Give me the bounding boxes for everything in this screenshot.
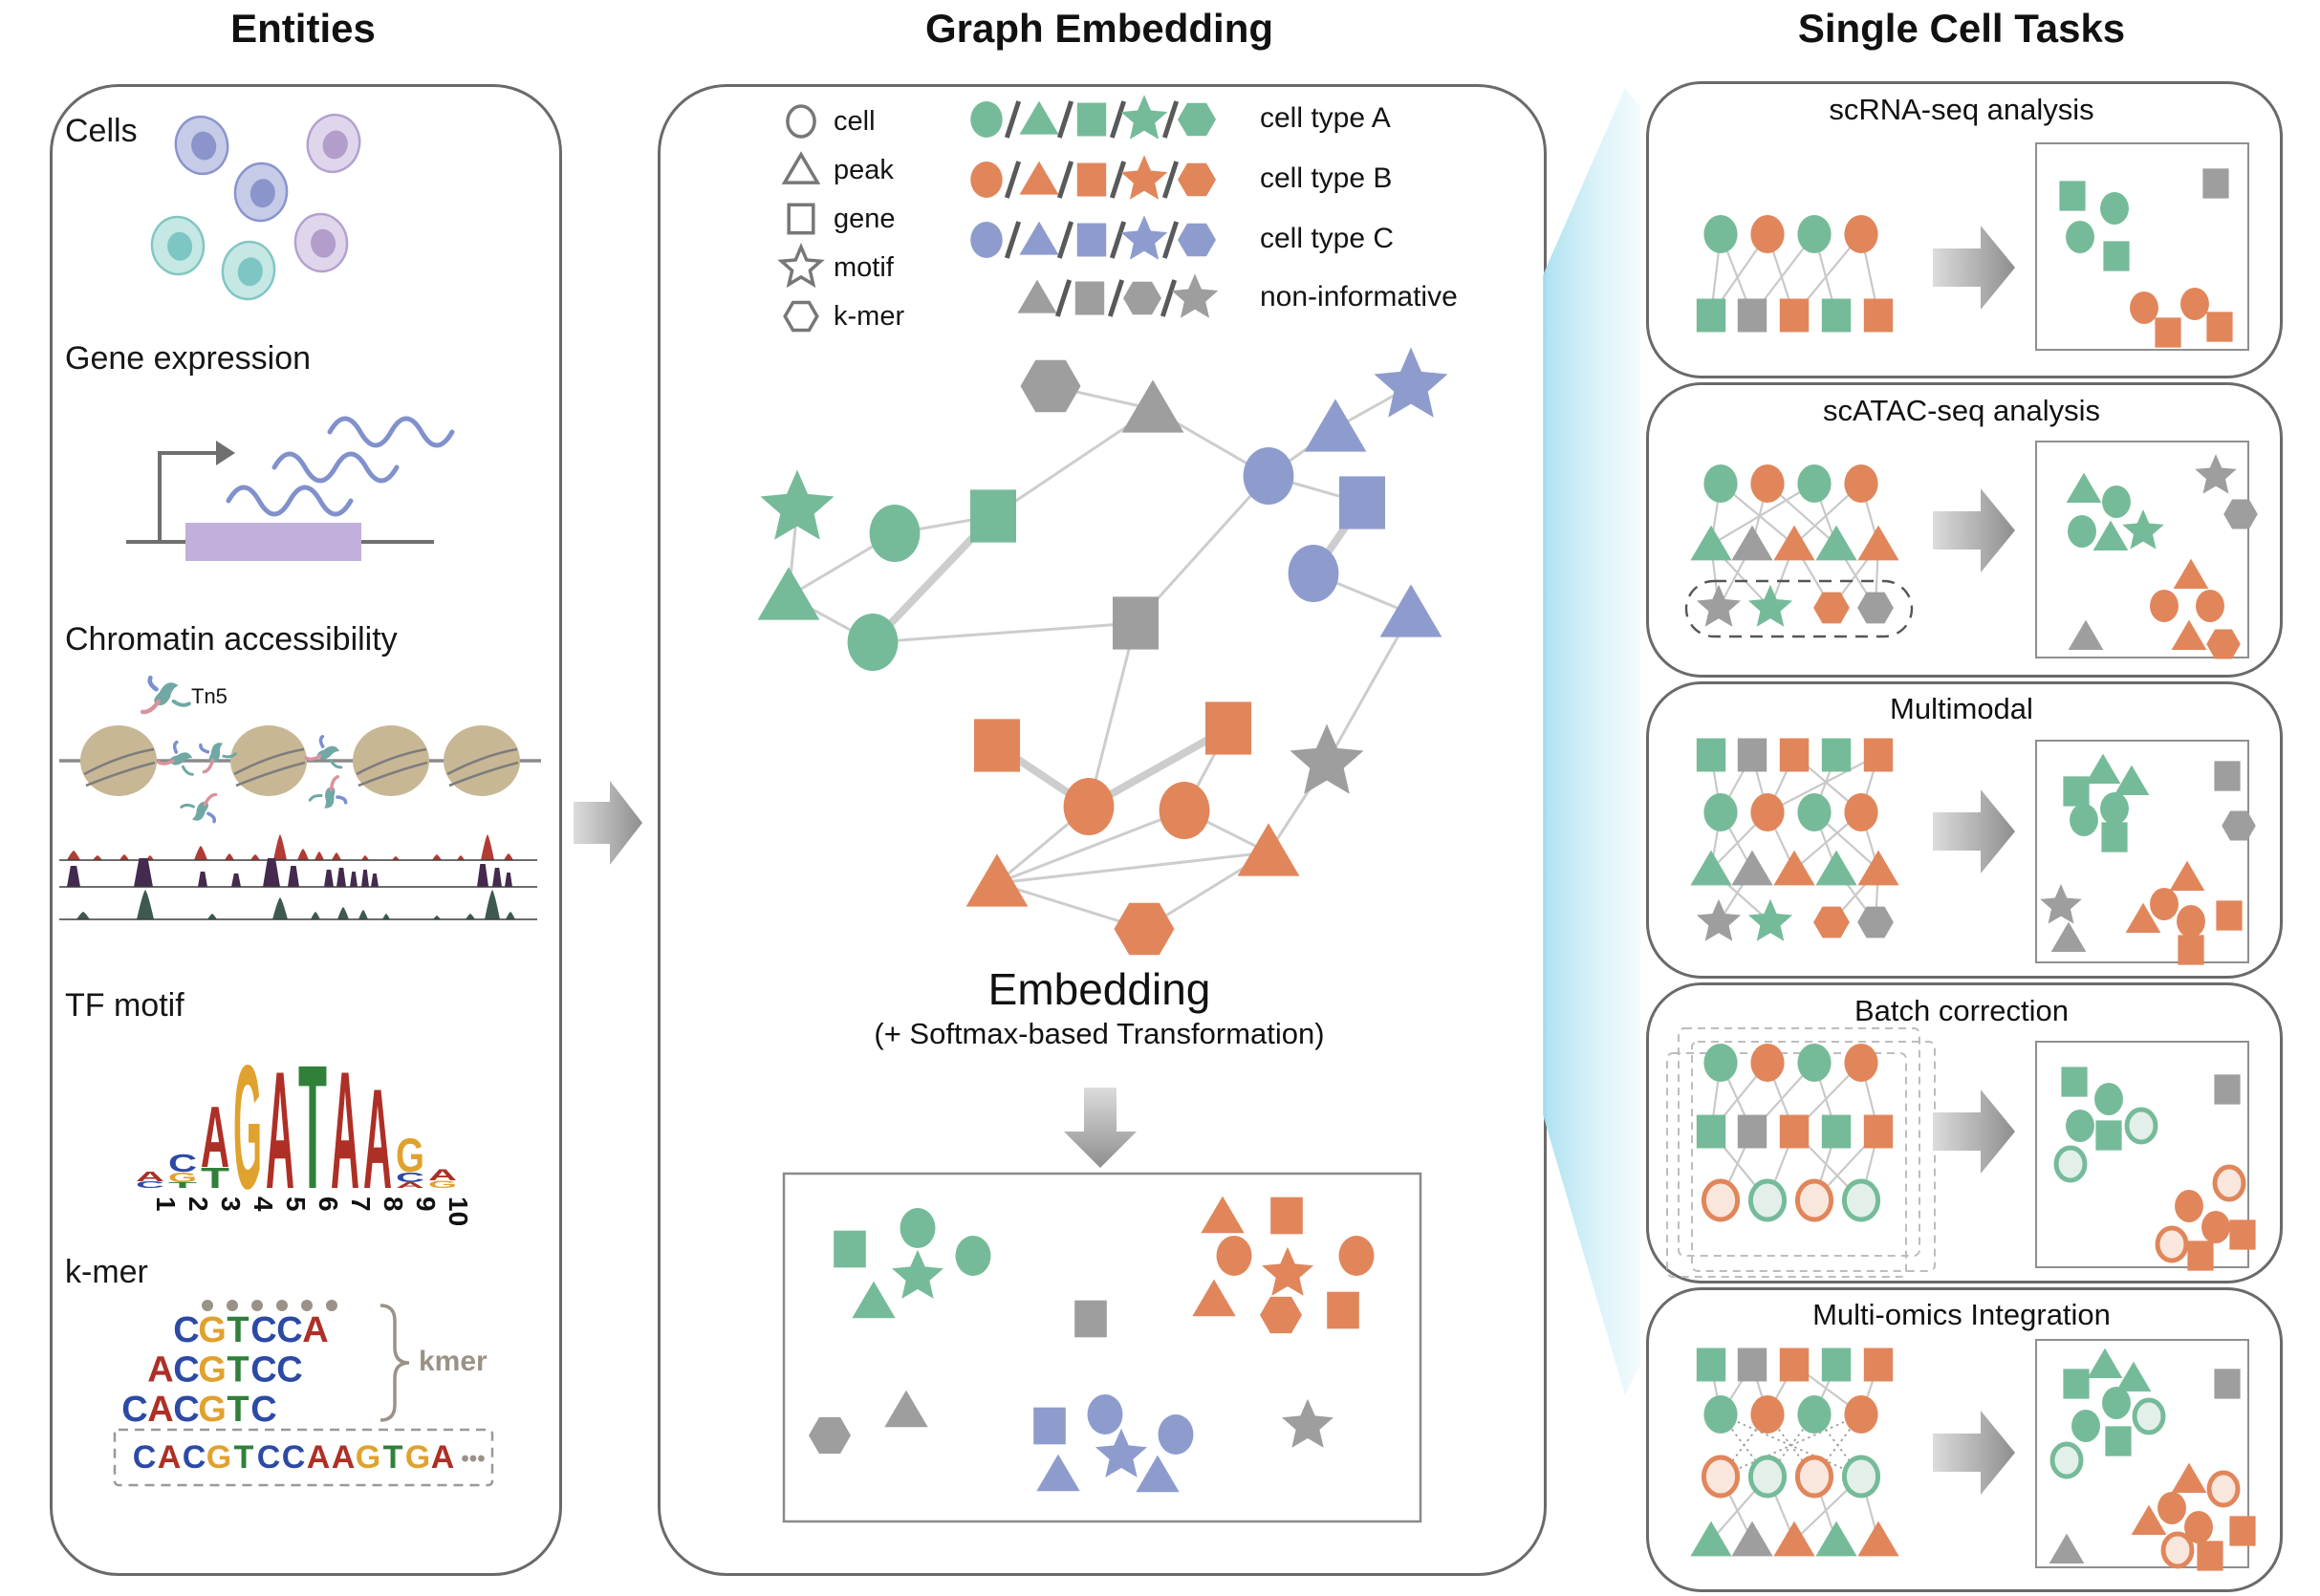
cell-type-b-label: cell type B [1260, 162, 1393, 194]
entities-panel [50, 84, 562, 1576]
task-panel-multiomics-integration [1646, 1287, 2283, 1592]
task-title-multiomics-integration: Multi-omics Integration [1812, 1298, 2111, 1331]
graph-embedding-heading: Graph Embedding [924, 6, 1273, 51]
single-cell-tasks-heading: Single Cell Tasks [1797, 6, 2126, 51]
task-title-scatac-seq: scATAC-seq analysis [1823, 394, 2100, 427]
tn5-label: Tn5 [191, 684, 228, 708]
cells-label: Cells [65, 113, 138, 149]
legend-peak-label: peak [834, 155, 894, 185]
entities-heading: Entities [230, 6, 376, 51]
cell-type-c-label: cell type C [1260, 223, 1395, 254]
embedding-title: Embedding [987, 964, 1211, 1014]
task-title-scrna-seq: scRNA-seq analysis [1829, 93, 2094, 126]
task-title-multimodal: Multimodal [1890, 692, 2033, 725]
gene-expression-label: Gene expression [65, 340, 312, 377]
non-informative-label: non-informative [1260, 281, 1458, 313]
tf-motif-label: TF motif [65, 987, 184, 1024]
chromatin-accessibility-label: Chromatin accessibility [65, 621, 398, 658]
task-title-batch-correction: Batch correction [1854, 994, 2069, 1027]
funnel [1543, 88, 1640, 1395]
embedding-subtitle: (+ Softmax-based Transformation) [874, 1017, 1325, 1050]
cell-type-a-label: cell type A [1260, 102, 1391, 134]
legend-motif-label: motif [834, 252, 894, 283]
legend-kmer-label: k-mer [834, 301, 905, 332]
legend-cell-label: cell [834, 106, 876, 137]
arrow-entities-to-graph [574, 781, 642, 865]
kmer-label: k-mer [65, 1254, 148, 1290]
legend-gene-label: gene [834, 204, 896, 234]
kmer-brace-label: kmer [419, 1346, 488, 1377]
